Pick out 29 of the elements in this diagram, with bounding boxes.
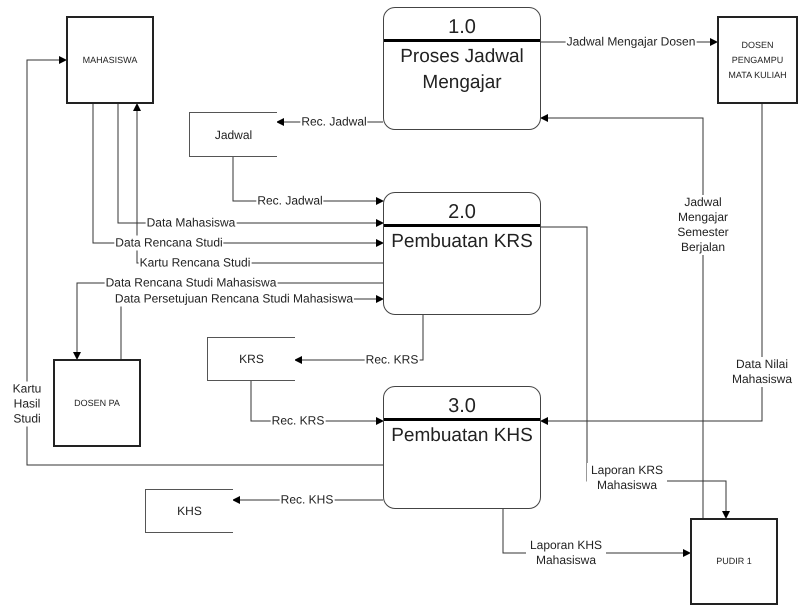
process-box <box>383 7 541 130</box>
edge-label: Data Rencana Studi <box>114 236 224 250</box>
store-name: KHS <box>177 503 202 520</box>
process-number: 2.0 <box>448 200 476 224</box>
entity-name: DOSEN PA <box>73 396 121 410</box>
process-name: Pembuatan KHS <box>390 424 534 448</box>
arrow <box>540 114 704 518</box>
store-name: Jadwal <box>214 126 252 144</box>
process-number: 1.0 <box>448 15 476 39</box>
edge-label: Jadwal Mengajar Dosen <box>566 34 696 50</box>
process-box <box>383 192 541 315</box>
process-box <box>383 386 541 509</box>
process-name: Proses Jadwal Mengajar <box>399 45 525 95</box>
entity-box <box>66 16 154 104</box>
data-store <box>145 489 233 533</box>
arrow <box>26 56 384 466</box>
entity-name: PUDIR 1 <box>715 555 753 568</box>
arrow <box>540 104 762 425</box>
edge-label: Data Persetujuan Rencana Studi Mahasiswa <box>114 292 354 306</box>
entity-name: MAHASISWA <box>82 54 138 66</box>
process-number: 3.0 <box>448 394 476 418</box>
entity-box <box>690 518 778 605</box>
data-store <box>189 112 277 157</box>
store-name: KRS <box>239 351 264 368</box>
entity-name: DOSEN PENGAMPU MATA KULIAH <box>727 38 788 82</box>
process-name: Pembuatan KRS <box>390 230 534 254</box>
entity-box <box>53 359 141 447</box>
entity-box <box>717 16 798 104</box>
data-store <box>207 337 295 381</box>
